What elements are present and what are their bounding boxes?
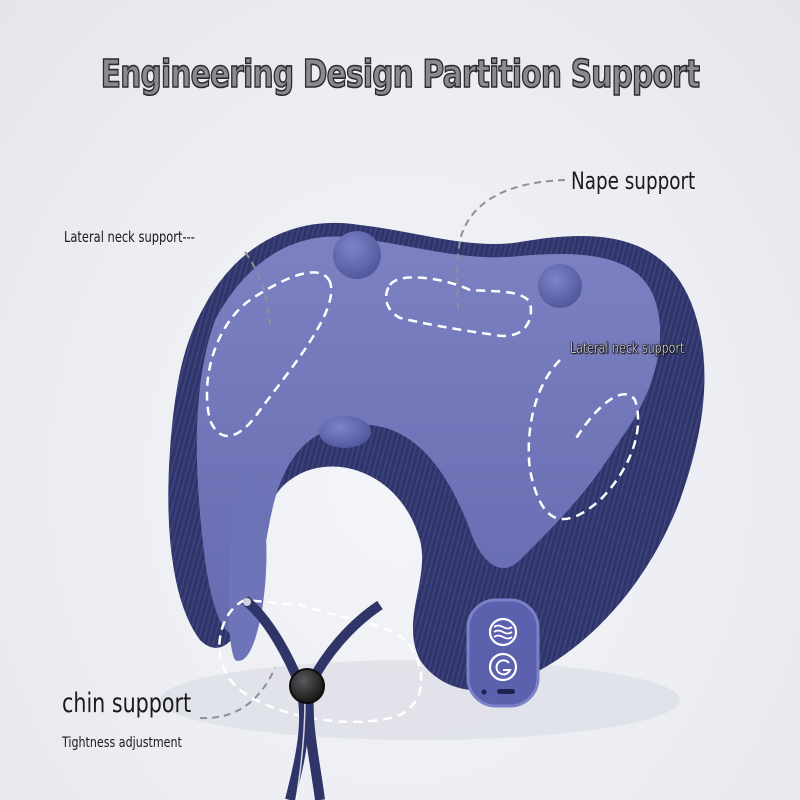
- pillow-shadow: [160, 660, 680, 740]
- usb-c-port: [497, 689, 515, 694]
- support-zones: [205, 271, 640, 724]
- leader-lateral-left: [244, 251, 271, 326]
- label-chin-support: chin support: [62, 688, 192, 719]
- control-panel: [466, 598, 540, 708]
- indicator-light: [481, 689, 487, 695]
- heat-waves-icon: [493, 624, 513, 640]
- leader-lines: [199, 179, 566, 720]
- page-title: Engineering Design Partition Support: [100, 51, 701, 97]
- massage-node: [538, 264, 582, 308]
- leader-chin: [199, 667, 276, 720]
- massage-node: [333, 231, 381, 279]
- label-lateral-neck-support-right: Lateral neck support: [570, 339, 685, 358]
- zone-lateral-left: [205, 271, 333, 438]
- power-icon: [495, 659, 512, 676]
- label-lateral-neck-support-left: Lateral neck support---: [64, 228, 195, 246]
- leader-nape: [456, 179, 566, 311]
- heat-button[interactable]: [488, 617, 518, 647]
- label-nape-support: Nape support: [571, 167, 696, 195]
- cord-lock-toggle[interactable]: [289, 668, 325, 704]
- massage-node: [319, 416, 371, 448]
- zone-nape: [384, 276, 533, 338]
- zone-lateral-right: [527, 359, 640, 521]
- power-button[interactable]: [488, 652, 518, 682]
- cord-eyelet: [243, 598, 251, 606]
- label-tightness-adjustment: Tightness adjustment: [62, 735, 182, 751]
